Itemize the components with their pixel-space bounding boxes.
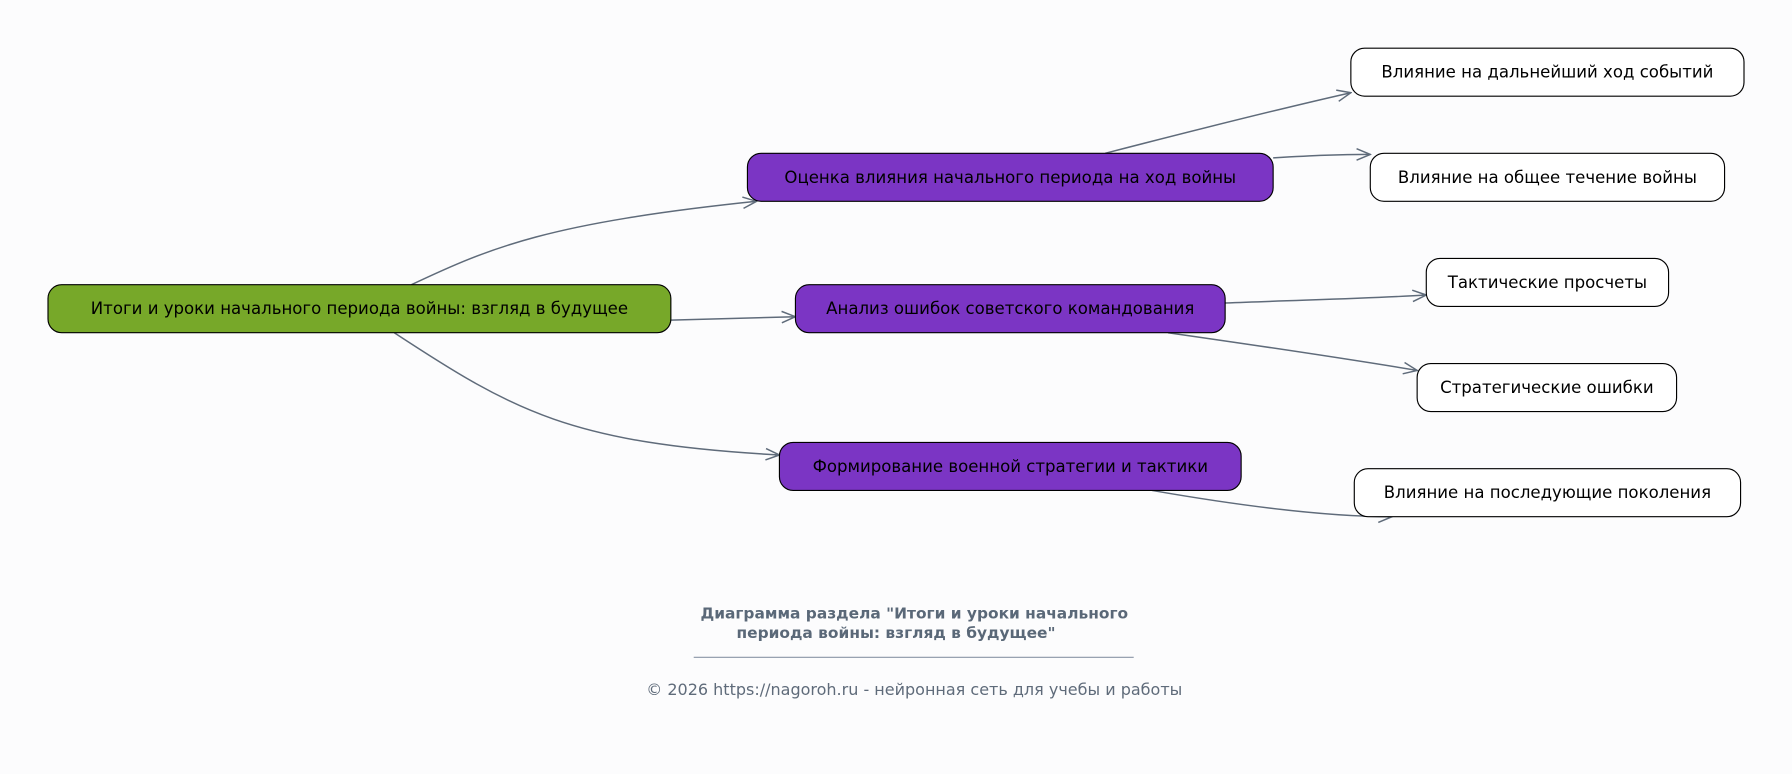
branch-node-3[interactable]: Формирование военной стратегии и тактики (778, 441, 1242, 491)
copyright-text: © 2026 https://nagoroh.ru - нейронная се… (646, 680, 1182, 699)
edge-branch1-leaf2 (1273, 154, 1370, 157)
leaf-node-label: Влияние на общее течение войны (1398, 168, 1697, 187)
leaf-node-2[interactable]: Влияние на общее течение войны (1369, 152, 1726, 202)
edge-branch2-leaf3 (1225, 295, 1426, 304)
leaf-node-label: Влияние на последующие поколения (1384, 483, 1711, 502)
leaf-node-5[interactable]: Влияние на последующие поколения (1353, 468, 1742, 518)
leaf-node-label: Влияние на дальнейший ход событий (1381, 63, 1713, 82)
branch-node-1[interactable]: Оценка влияния начального периода на ход… (746, 152, 1274, 202)
branch-node-label: Анализ ошибок советского командования (826, 299, 1194, 318)
root-node-label: Итоги и уроки начального периода войны: … (91, 299, 628, 318)
leaf-node-label: Тактические просчеты (1447, 273, 1647, 292)
leaf-node-label: Стратегические ошибки (1440, 378, 1654, 397)
leaf-node-1[interactable]: Влияние на дальнейший ход событий (1350, 47, 1745, 97)
edge-root-branch2 (670, 317, 796, 320)
branch-node-label: Оценка влияния начального периода на ход… (784, 168, 1236, 187)
edge-root-branch3 (393, 332, 779, 455)
leaf-node-4[interactable]: Стратегические ошибки (1416, 363, 1678, 413)
diagram-title-line1: Диаграмма раздела "Итоги и уроки начальн… (700, 604, 1128, 622)
root-node[interactable]: Итоги и уроки начального периода войны: … (47, 284, 672, 334)
leaf-node-3[interactable]: Тактические просчеты (1425, 257, 1670, 307)
branch-node-2[interactable]: Анализ ошибок советского командования (794, 284, 1226, 334)
edge-root-branch1 (411, 201, 756, 286)
branch-node-label: Формирование военной стратегии и тактики (813, 457, 1208, 476)
diagram-title-line2: периода войны: взгляд в будущее" (736, 624, 1055, 642)
edge-branch2-leaf4 (1167, 331, 1417, 371)
edge-branch1-leaf1 (1104, 93, 1351, 155)
